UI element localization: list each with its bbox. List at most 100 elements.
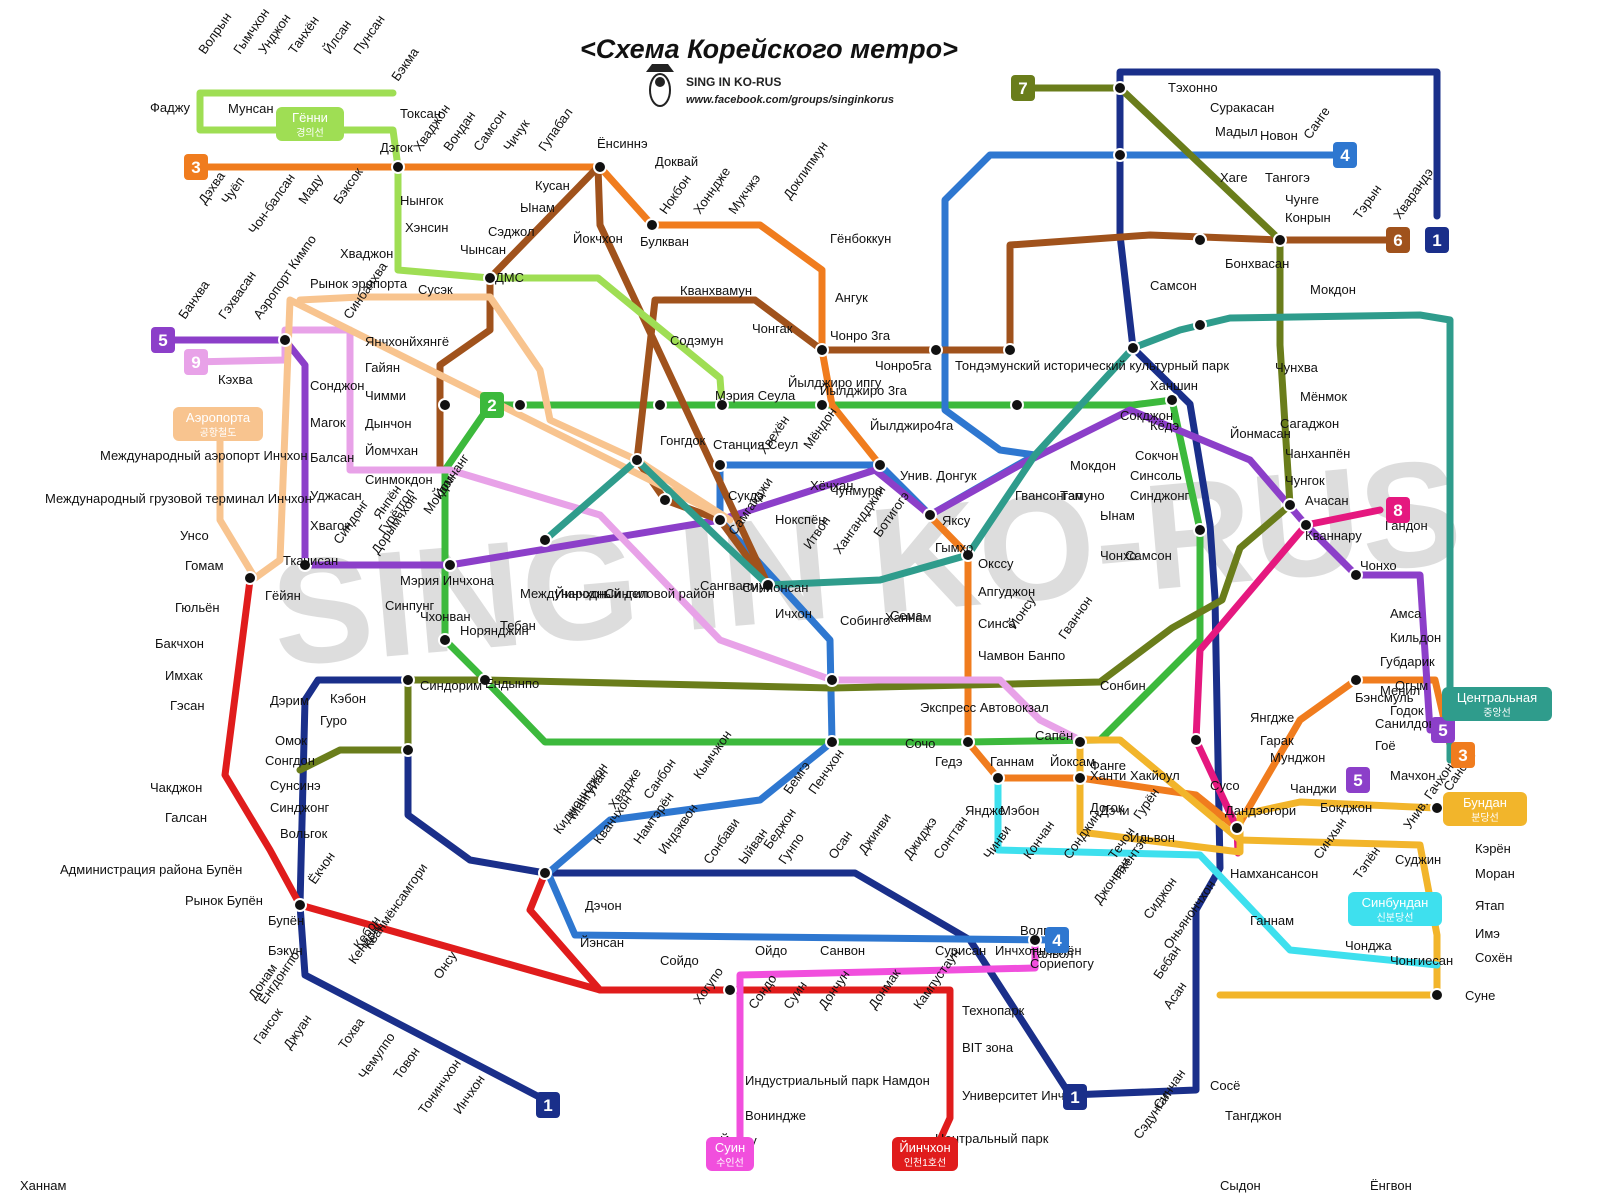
- logo-icon: [646, 64, 674, 107]
- station-label: Гоё: [1375, 738, 1396, 753]
- station-label: Международный деловой район: [520, 586, 715, 601]
- station-label: Мадыл: [1215, 124, 1258, 139]
- station-label: Кваннару: [1305, 528, 1362, 543]
- station-label: Нокспён: [775, 512, 825, 527]
- station-label: Сиджон: [1140, 874, 1179, 921]
- station-label: Суджин: [1395, 852, 1441, 867]
- station-label: Губдарик: [1380, 654, 1435, 669]
- station-label: Тангогэ: [1265, 170, 1310, 185]
- station-label: Тэхонно: [1168, 80, 1218, 95]
- transfer-stop: [1003, 343, 1017, 357]
- map-title: <Схема Корейского метро>: [580, 34, 958, 64]
- station-label: Дэчон: [585, 898, 622, 913]
- svg-text:2: 2: [487, 396, 496, 415]
- station-label: Огым: [1395, 678, 1428, 693]
- svg-text:5: 5: [158, 331, 167, 350]
- station-label: Пенчхон: [805, 746, 847, 797]
- svg-text:5: 5: [1353, 771, 1362, 790]
- station-label: Годок: [1390, 703, 1424, 718]
- station-label: Унив. Донгук: [900, 468, 977, 483]
- station-label: Новон: [1260, 128, 1298, 143]
- station-label: Бэксок: [330, 165, 366, 207]
- station-label: Сонгдон: [265, 753, 315, 768]
- station-label: Нынгок: [400, 193, 444, 208]
- station-label: Ханшин: [1150, 378, 1198, 393]
- line-badge-5: 5: [1346, 767, 1370, 793]
- station-label: Унсо: [180, 528, 209, 543]
- station-label: Синмокдон: [365, 472, 433, 487]
- transfer-stop: [391, 160, 405, 174]
- transfer-stop: [1299, 518, 1313, 532]
- line-badge-7: 7: [1011, 75, 1035, 101]
- station-label: Гайян: [365, 360, 400, 375]
- transfer-stop: [825, 673, 839, 687]
- station-label: Фанге: [1090, 758, 1126, 773]
- station-label: Чонджа: [1345, 938, 1392, 953]
- station-label: Бупён: [268, 913, 304, 928]
- subtitle: SING IN KO-RUS: [686, 75, 781, 89]
- svg-text:1: 1: [1432, 231, 1441, 250]
- station-label: Сонбин: [1100, 678, 1146, 693]
- station-label: Онсу: [430, 948, 460, 982]
- station-label: Банпо: [1028, 648, 1065, 663]
- station-label: Сапён: [1035, 728, 1073, 743]
- station-label: Гвансонгап: [1015, 488, 1082, 503]
- station-label: Мунджон: [1270, 750, 1325, 765]
- station-label: Вольгок: [280, 826, 328, 841]
- svg-text:5: 5: [1438, 721, 1447, 740]
- station-label: Чонхо: [1360, 558, 1397, 573]
- transfer-stop: [538, 533, 552, 547]
- station-label: Йинчхон: [555, 586, 606, 601]
- svg-text:인천1호선: 인천1호선: [904, 1157, 946, 1169]
- transfer-stop: [961, 735, 975, 749]
- station-label: Гарак: [1260, 733, 1294, 748]
- station-label: Сагаджон: [1280, 416, 1339, 431]
- station-label: Гэсан: [170, 698, 205, 713]
- transfer-stop: [438, 633, 452, 647]
- line-ap: [216, 293, 734, 582]
- station-label: Гансок: [250, 1005, 286, 1047]
- transfer-stop: [1165, 393, 1179, 407]
- station-label: Синхын: [1310, 815, 1349, 862]
- station-label: Ынам: [520, 200, 555, 215]
- station-label: Сунсинэ: [270, 778, 321, 793]
- transfer-stop: [401, 743, 415, 757]
- station-label: Чамвон: [978, 648, 1024, 663]
- station-label: Дэрим: [270, 693, 309, 708]
- station-label: Гёнбоккун: [830, 231, 891, 246]
- transfer-stop: [1430, 801, 1444, 815]
- station-label: Кэрён: [1475, 841, 1511, 856]
- station-label: Сангванмун: [700, 578, 773, 593]
- transfer-stop: [873, 458, 887, 472]
- station-label: Сокджон: [1120, 408, 1173, 423]
- station-label: Тэпён: [1350, 844, 1383, 882]
- station-label: Санилдон: [1375, 716, 1436, 731]
- station-label: Ткачисан: [283, 553, 338, 568]
- station-label: Сосё: [1210, 1078, 1240, 1093]
- svg-text:Аэропорта: Аэропорта: [186, 410, 251, 425]
- station-label: Чонро5га: [875, 358, 932, 373]
- station-label: Сориепогу: [1030, 956, 1094, 971]
- transfer-stop: [815, 398, 829, 412]
- transfer-stop: [293, 898, 307, 912]
- transfer-stop: [443, 558, 457, 572]
- transfer-stop: [438, 398, 452, 412]
- station-label: Самсон: [1125, 548, 1172, 563]
- transfer-stop: [593, 160, 607, 174]
- station-label: Волрын: [195, 10, 234, 57]
- line-badge-2: 2: [480, 392, 504, 418]
- transfer-stop: [478, 673, 492, 687]
- line-badge-9: 9: [184, 349, 208, 375]
- line-badge-3: 3: [1451, 742, 1475, 768]
- station-label: Кванхвамун: [680, 283, 752, 298]
- station-label: Ганнам: [1250, 913, 1294, 928]
- station-label: Галсан: [165, 810, 207, 825]
- station-label: Гомам: [185, 558, 224, 573]
- station-label: Гурён: [1130, 785, 1162, 822]
- station-label: Чакджон: [150, 780, 202, 795]
- station-label: Булкван: [640, 234, 689, 249]
- station-label: Ёнсиннэ: [597, 136, 648, 151]
